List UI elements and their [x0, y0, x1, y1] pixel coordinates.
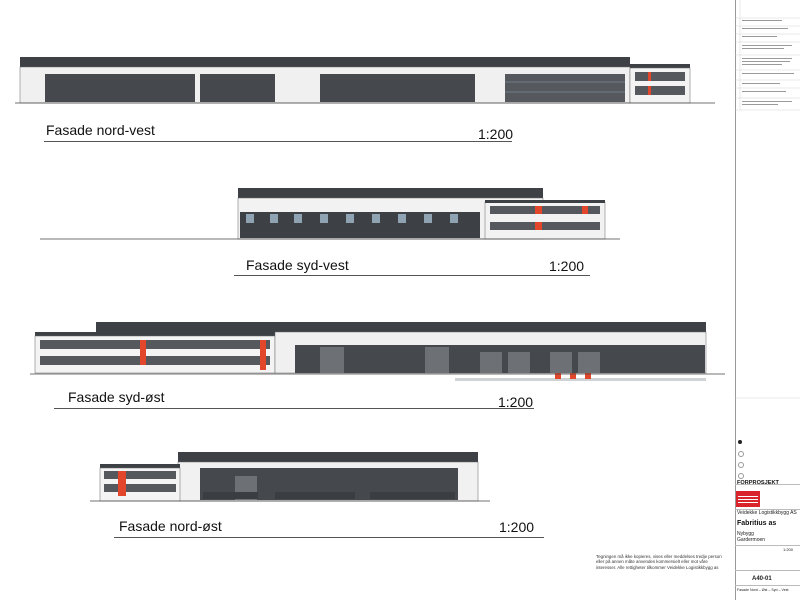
divider	[735, 545, 800, 546]
disclaimer-text: Tegningen må ikke kopieres, vises eller …	[596, 554, 722, 570]
caption-underline	[54, 408, 534, 409]
legend-symbol-open	[738, 473, 744, 479]
caption-underline	[44, 141, 512, 142]
caption-syd-ost: Fasade syd-øst	[68, 389, 165, 405]
elevation-nord-ost	[90, 452, 490, 502]
title-block-scale: 1:200	[783, 547, 794, 552]
divider	[735, 585, 800, 586]
divider	[735, 509, 800, 510]
legend-symbol-open	[738, 462, 744, 468]
title-block	[735, 0, 800, 600]
project-line-1: Nybygg	[737, 531, 754, 537]
caption-syd-vest: Fasade syd-vest	[246, 257, 349, 273]
drawing-number: A40-01	[752, 576, 772, 582]
legend-symbol-filled	[738, 440, 742, 444]
company-logo	[736, 491, 760, 507]
client-name: Fabritius as	[737, 520, 777, 527]
title-block-revision-lines	[735, 0, 800, 399]
company-name: Veidekke Logistikkbygg AS	[737, 510, 797, 516]
divider	[735, 484, 800, 485]
elevation-nord-vest	[15, 57, 715, 104]
divider	[735, 570, 800, 571]
stage-label: FORPROSJEKT	[737, 480, 779, 486]
caption-underline	[234, 275, 590, 276]
scale-syd-ost: 1:200	[498, 394, 534, 410]
elevation-syd-vest	[40, 188, 620, 240]
project-line-2: Gardermoen	[737, 537, 766, 543]
scale-nord-vest: 1:200	[478, 126, 514, 142]
elevation-syd-ost	[30, 322, 725, 381]
caption-nord-vest: Fasade nord-vest	[46, 122, 155, 138]
scale-nord-ost: 1:200	[499, 519, 535, 535]
caption-nord-ost: Fasade nord-øst	[119, 518, 222, 534]
legend-symbol-open	[738, 451, 744, 457]
caption-underline	[114, 537, 544, 538]
scale-syd-vest: 1:200	[549, 258, 585, 274]
drawing-title: Fasade Nord – Øst – Syd – Vest	[737, 588, 789, 592]
